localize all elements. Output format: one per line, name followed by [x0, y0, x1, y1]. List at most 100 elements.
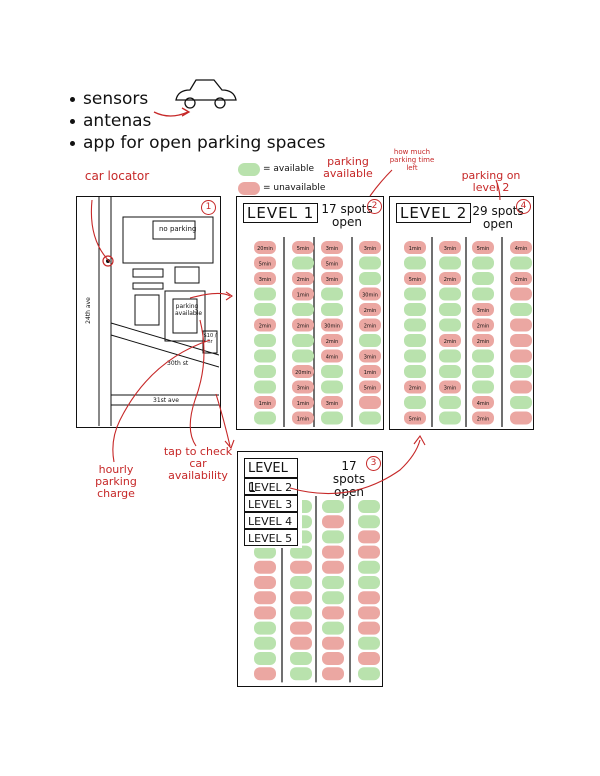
- spot-available[interactable]: [439, 411, 461, 425]
- level-dropdown-current[interactable]: LEVEL 1: [244, 458, 298, 496]
- spot-available[interactable]: [254, 380, 276, 394]
- spot-available[interactable]: [439, 303, 461, 316]
- spot-available[interactable]: [510, 303, 532, 316]
- spot-available[interactable]: [404, 349, 426, 363]
- spot-unavailable[interactable]: [359, 380, 381, 394]
- spot-unavailable[interactable]: [359, 396, 381, 409]
- spot-unavailable[interactable]: [254, 591, 276, 605]
- spot-unavailable[interactable]: [321, 256, 343, 270]
- spot-available[interactable]: [254, 287, 276, 301]
- spot-unavailable[interactable]: [290, 560, 312, 574]
- spot-unavailable[interactable]: [472, 303, 494, 316]
- spot-available[interactable]: [472, 380, 494, 394]
- spot-available[interactable]: [254, 349, 276, 363]
- spot-available[interactable]: [510, 365, 532, 378]
- spot-unavailable[interactable]: [510, 411, 532, 425]
- spot-unavailable[interactable]: [292, 396, 314, 409]
- spot-available[interactable]: [472, 349, 494, 363]
- spot-unavailable[interactable]: [322, 515, 344, 529]
- spot-available[interactable]: [439, 287, 461, 301]
- spot-available[interactable]: [472, 256, 494, 270]
- spot-available[interactable]: [290, 576, 312, 589]
- spot-available[interactable]: [472, 365, 494, 378]
- level2-selector[interactable]: LEVEL 2: [396, 203, 472, 223]
- spot-unavailable[interactable]: [254, 256, 276, 270]
- spot-unavailable[interactable]: [322, 606, 344, 620]
- map-parking-garage[interactable]: parking available: [175, 303, 203, 317]
- spot-unavailable[interactable]: [321, 396, 343, 409]
- spot-unavailable[interactable]: [358, 591, 380, 605]
- spot-available[interactable]: [321, 303, 343, 316]
- spot-unavailable[interactable]: [472, 396, 494, 409]
- spot-unavailable[interactable]: [322, 545, 344, 559]
- spot-available[interactable]: [254, 334, 276, 347]
- spot-available[interactable]: [322, 530, 344, 544]
- spot-available[interactable]: [290, 606, 312, 620]
- spot-unavailable[interactable]: [322, 560, 344, 574]
- spot-unavailable[interactable]: [472, 318, 494, 332]
- spot-unavailable[interactable]: [472, 241, 494, 254]
- spot-available[interactable]: [358, 667, 380, 681]
- spot-available[interactable]: [254, 303, 276, 316]
- spot-unavailable[interactable]: [292, 365, 314, 378]
- level1-selector[interactable]: LEVEL 1: [243, 203, 319, 223]
- spot-available[interactable]: [292, 256, 314, 270]
- spot-available[interactable]: [358, 560, 380, 574]
- spot-available[interactable]: [472, 272, 494, 285]
- menu-item-level3[interactable]: LEVEL 3: [244, 495, 298, 512]
- spot-available[interactable]: [321, 380, 343, 394]
- spot-available[interactable]: [254, 621, 276, 635]
- spot-unavailable[interactable]: [358, 652, 380, 665]
- spot-available[interactable]: [404, 318, 426, 332]
- spot-unavailable[interactable]: [290, 621, 312, 635]
- spot-available[interactable]: [510, 396, 532, 409]
- spot-available[interactable]: [290, 667, 312, 681]
- spot-available[interactable]: [439, 318, 461, 332]
- spot-unavailable[interactable]: [510, 380, 532, 394]
- spot-unavailable[interactable]: [254, 560, 276, 574]
- spot-unavailable[interactable]: [404, 241, 426, 254]
- spot-unavailable[interactable]: [510, 349, 532, 363]
- spot-unavailable[interactable]: [359, 241, 381, 254]
- spot-unavailable[interactable]: [290, 591, 312, 605]
- menu-item-level4[interactable]: LEVEL 4: [244, 512, 298, 529]
- spot-available[interactable]: [254, 365, 276, 378]
- spot-unavailable[interactable]: [358, 621, 380, 635]
- spot-available[interactable]: [439, 256, 461, 270]
- spot-unavailable[interactable]: [358, 606, 380, 620]
- spot-unavailable[interactable]: [321, 349, 343, 363]
- spot-unavailable[interactable]: [254, 576, 276, 589]
- spot-unavailable[interactable]: [404, 411, 426, 425]
- spot-available[interactable]: [292, 334, 314, 347]
- spot-available[interactable]: [404, 287, 426, 301]
- spot-unavailable[interactable]: [439, 272, 461, 285]
- spot-unavailable[interactable]: [321, 318, 343, 332]
- spot-unavailable[interactable]: [322, 636, 344, 650]
- spot-available[interactable]: [358, 636, 380, 650]
- menu-item-level2[interactable]: LEVEL 2: [244, 478, 298, 495]
- spot-available[interactable]: [404, 303, 426, 316]
- spot-unavailable[interactable]: [290, 636, 312, 650]
- spot-unavailable[interactable]: [439, 241, 461, 254]
- spot-unavailable[interactable]: [472, 411, 494, 425]
- spot-available[interactable]: [322, 591, 344, 605]
- spot-unavailable[interactable]: [359, 365, 381, 378]
- spot-unavailable[interactable]: [321, 241, 343, 254]
- spot-unavailable[interactable]: [292, 272, 314, 285]
- spot-available[interactable]: [321, 287, 343, 301]
- spot-unavailable[interactable]: [292, 380, 314, 394]
- spot-available[interactable]: [321, 365, 343, 378]
- spot-unavailable[interactable]: [292, 411, 314, 425]
- spot-unavailable[interactable]: [322, 667, 344, 681]
- spot-available[interactable]: [254, 545, 276, 559]
- spot-available[interactable]: [292, 303, 314, 316]
- spot-available[interactable]: [359, 272, 381, 285]
- spot-available[interactable]: [322, 576, 344, 589]
- spot-unavailable[interactable]: [510, 272, 532, 285]
- spot-unavailable[interactable]: [359, 287, 381, 301]
- spot-unavailable[interactable]: [404, 380, 426, 394]
- spot-unavailable[interactable]: [510, 287, 532, 301]
- spot-available[interactable]: [322, 500, 344, 513]
- spot-available[interactable]: [290, 545, 312, 559]
- spot-unavailable[interactable]: [254, 606, 276, 620]
